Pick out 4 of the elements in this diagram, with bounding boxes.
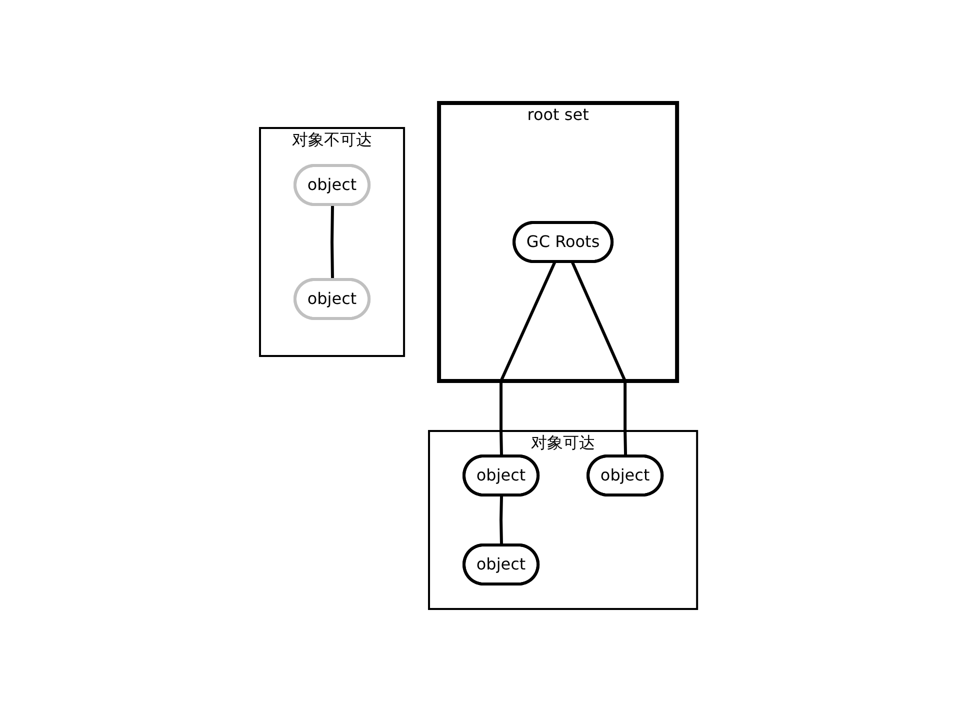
connector [330, 204, 334, 280]
connector [500, 495, 504, 546]
connector [571, 261, 628, 457]
connector [500, 261, 557, 457]
